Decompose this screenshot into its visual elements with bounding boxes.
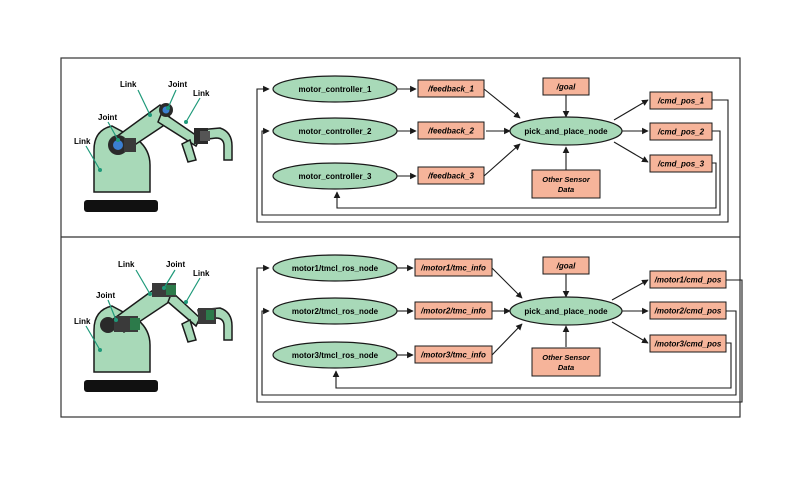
link-pointer [85, 145, 101, 171]
feedback-topic-label: /feedback_3 [427, 172, 474, 181]
motor-node-label: motor2/tmcl_ros_node [292, 307, 379, 316]
robot-label: Link [120, 80, 137, 89]
cmd-topic [649, 270, 727, 289]
joint-pointer [167, 89, 177, 109]
motor-node-label: motor3/tmcl_ros_node [292, 351, 379, 360]
goal-topic-label: /goal [556, 83, 576, 92]
motor-node [272, 254, 398, 282]
robot-label: Joint [166, 260, 185, 269]
robot-gripper-finger [181, 138, 197, 163]
cmd-topic [649, 301, 727, 320]
motor-icon [198, 308, 216, 324]
info-topic-label: /motor2/tmc_info [420, 307, 486, 316]
robot-forearm [157, 110, 201, 148]
cmd-topic-label: /cmd_pos_1 [657, 97, 705, 106]
pick-and-place-node [509, 116, 623, 146]
motor-node-label: motor_controller_2 [299, 127, 372, 136]
sensor-data-label: Data [558, 363, 574, 372]
motor-node-label: motor1/tmcl_ros_node [292, 264, 379, 273]
link-pointer [185, 277, 201, 303]
robot-label: Joint [168, 80, 187, 89]
motor-node [272, 75, 398, 103]
pick-and-place-node [509, 296, 623, 326]
info-topic [414, 258, 493, 277]
link-pointer [135, 269, 151, 295]
cmd-topic [649, 122, 713, 141]
sensor-data-label: Data [558, 185, 574, 194]
motor-node [272, 162, 398, 190]
pick-and-place-node-label: pick_and_place_node [524, 127, 608, 136]
cmd-topic-label: /cmd_pos_2 [657, 128, 705, 137]
link-pointer [85, 325, 101, 351]
link-pointer [137, 89, 151, 116]
info-topic [414, 301, 493, 320]
sensor-data-label: Other Sensor [542, 175, 591, 184]
robot-base [84, 200, 158, 212]
panel-2: Link Joint Link Joint Link motor1/t [74, 254, 743, 403]
cmd-topic [649, 91, 713, 110]
robot-label: Joint [96, 291, 115, 300]
motor-node [272, 297, 398, 325]
goal-topic [542, 77, 590, 96]
panel-1: Link Joint Link Joint Link motor_co [74, 75, 729, 223]
joint-pointer [107, 121, 119, 141]
joint-pointer [163, 269, 176, 289]
motor-node-label: motor_controller_1 [299, 85, 372, 94]
feedback-topic [417, 79, 485, 98]
robot-gripper-finger [181, 318, 197, 343]
motor-icon [108, 135, 136, 155]
cmd-topic-label: /motor1/cmd_pos [654, 276, 722, 285]
cmd-topic-label: /motor3/cmd_pos [654, 340, 722, 349]
motor-icon [159, 103, 173, 117]
sensor-data-box [531, 169, 601, 199]
feedback-topic [417, 121, 485, 140]
info-topic-label: /motor3/tmc_info [420, 351, 486, 360]
sensor-data-label: Other Sensor [542, 353, 591, 362]
goal-topic [542, 256, 590, 275]
robot-label: Link [118, 260, 135, 269]
robot-label: Link [74, 317, 91, 326]
robot-label: Joint [98, 113, 117, 122]
motor-node [272, 117, 398, 145]
cmd-topic [649, 154, 713, 173]
robot-label: Link [74, 137, 91, 146]
cmd-topic [649, 334, 727, 353]
cmd-topic-label: /motor2/cmd_pos [654, 307, 722, 316]
feedback-topic [417, 166, 485, 185]
motor-node-label: motor_controller_3 [299, 172, 372, 181]
motor-icon [194, 128, 210, 144]
motor-icon [100, 316, 140, 333]
robot-arm-icon: Link Joint Link Joint Link [74, 260, 233, 392]
link-pointer [185, 97, 201, 123]
robot-label: Link [193, 89, 210, 98]
sensor-data-box [531, 347, 601, 377]
robot-forearm [167, 290, 201, 328]
joint-pointer [107, 299, 117, 321]
robot-arm-icon: Link Joint Link Joint Link [74, 80, 233, 212]
pick-and-place-node-label: pick_and_place_node [524, 307, 608, 316]
robot-base [84, 380, 158, 392]
goal-topic-label: /goal [556, 262, 576, 271]
cmd-topic-label: /cmd_pos_3 [657, 160, 705, 169]
feedback-topic-label: /feedback_2 [427, 127, 474, 136]
info-topic-label: /motor1/tmc_info [420, 264, 486, 273]
info-topic [414, 345, 493, 364]
feedback-topic-label: /feedback_1 [427, 85, 474, 94]
robot-label: Link [193, 269, 210, 278]
motor-node [272, 341, 398, 369]
